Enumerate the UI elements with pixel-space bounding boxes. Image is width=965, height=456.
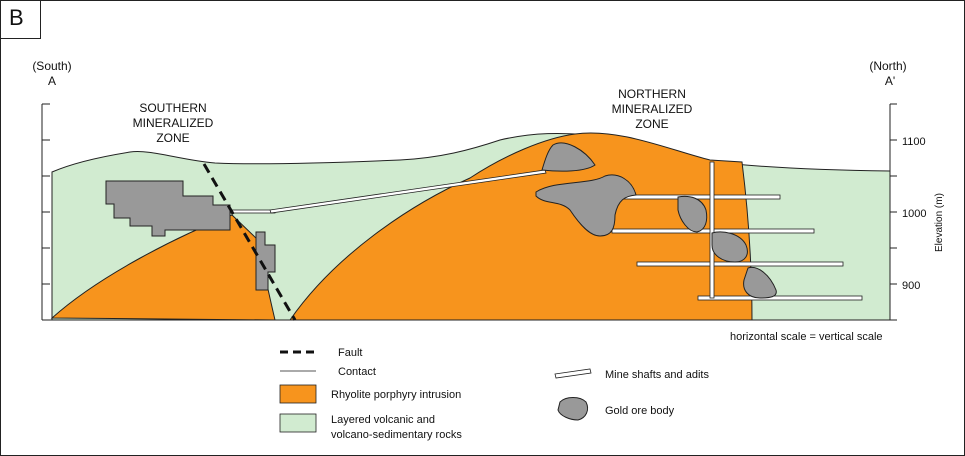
svg-text:ZONE: ZONE [156,131,189,145]
elevation-axis-label: Elevation (m) [934,193,945,252]
scale-note: horizontal scale = vertical scale [730,331,883,343]
legend-rhyolite-label: Rhyolite porphyry intrusion [331,389,461,401]
fault-line [202,163,297,321]
ore-body-south-lower [255,231,276,291]
start-direction: (South) [32,59,71,73]
svg-text:NORTHERN: NORTHERN [618,87,686,101]
ore-body-north-top [541,142,596,172]
rhyolite-north [289,132,753,321]
southern-zone-label: SOUTHERN MINERALIZED ZONE [133,101,214,145]
legend-layered-label-2: volcano-sedimentary rocks [331,429,462,441]
legend-ore-swatch [557,397,589,421]
ore-body-north-lower [711,231,748,263]
svg-text:SOUTHERN: SOUTHERN [139,101,206,115]
elev-tick-900: 900 [902,280,920,292]
legend-layered-label-1: Layered volcanic and [331,414,435,426]
elev-tick-1100: 1100 [902,136,926,148]
left-axis [41,103,890,321]
elevation-axis: 1100 1000 900 Elevation (m) [889,103,945,321]
gold-ore-bodies [105,142,777,299]
ore-body-north-bottom [743,266,777,299]
legend-fault-label: Fault [338,347,362,359]
legend-rhyolite-swatch [279,384,317,404]
svg-text:MINERALIZED: MINERALIZED [612,102,693,116]
ore-body-south-main [105,180,231,237]
ore-body-north-large [535,174,637,237]
mine-workings [229,161,863,301]
end-point: A' [885,74,895,88]
panel-label-box: B [0,0,41,39]
legend-ore-label: Gold ore body [605,405,675,417]
ore-body-north-mid [677,195,708,233]
svg-text:ZONE: ZONE [635,117,668,131]
elev-tick-1000: 1000 [902,208,926,220]
legend: Fault Contact Rhyolite porphyry intrusio… [279,347,709,441]
end-direction: (North) [869,59,906,73]
northern-zone-label: NORTHERN MINERALIZED ZONE [612,87,693,131]
start-point: A [48,74,56,88]
legend-mine-label: Mine shafts and adits [605,369,709,381]
legend-mine-swatch [554,368,592,379]
panel-label: B [9,5,24,30]
legend-contact-label: Contact [338,366,376,378]
svg-text:MINERALIZED: MINERALIZED [133,116,214,130]
legend-layered-swatch [279,413,317,433]
